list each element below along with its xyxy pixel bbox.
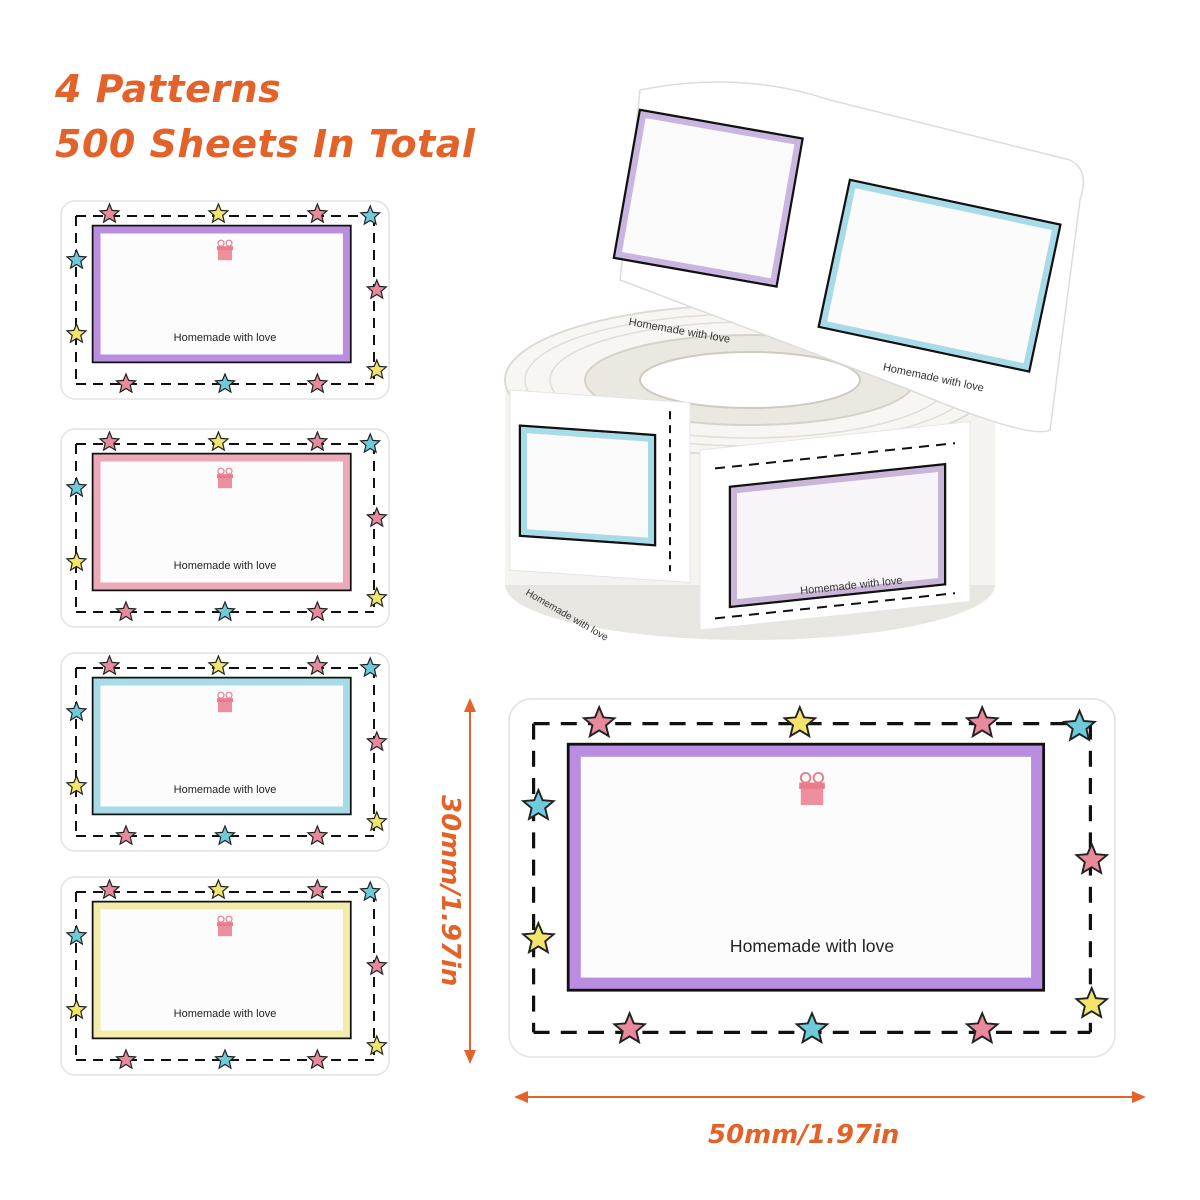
star-icon — [65, 322, 88, 344]
star-icon — [115, 1048, 137, 1070]
label-artwork — [60, 876, 390, 1076]
star-icon — [359, 656, 382, 678]
star-icon — [964, 704, 1000, 739]
label-caption: Homemade with love — [173, 560, 277, 573]
headline-sheets: 500 Sheets In Total — [55, 122, 476, 166]
roll-label-purple — [699, 421, 971, 631]
label-caption: Homemade with love — [173, 332, 277, 345]
label-card-blue: Homemade with love — [60, 652, 390, 852]
star-icon — [365, 278, 388, 300]
star-icon — [365, 810, 388, 832]
star-icon — [65, 700, 88, 722]
star-icon — [115, 824, 137, 846]
star-icon — [207, 202, 230, 224]
star-icon — [365, 1034, 388, 1056]
label-artwork — [60, 200, 390, 400]
label-artwork — [508, 698, 1116, 1058]
star-icon — [98, 430, 121, 452]
star-icon — [214, 1048, 236, 1070]
label-card-purple: Homemade with love — [60, 200, 390, 400]
gift-icon — [217, 239, 233, 261]
gift-icon — [217, 467, 233, 489]
star-icon — [306, 600, 329, 622]
star-icon — [306, 372, 329, 394]
gift-icon — [799, 771, 825, 805]
roll-strip — [612, 81, 1085, 433]
star-icon — [214, 600, 236, 622]
star-icon — [207, 654, 230, 676]
star-icon — [520, 787, 556, 821]
label-card-pink: Homemade with love — [60, 428, 390, 628]
width-arrow-icon — [514, 1091, 1146, 1103]
star-icon — [65, 550, 88, 572]
star-icon — [65, 998, 88, 1020]
star-icon — [365, 358, 388, 380]
label-caption: Homemade with love — [173, 1008, 277, 1021]
star-icon — [365, 506, 388, 528]
label-card-large: Homemade with love — [508, 698, 1116, 1058]
label-artwork — [60, 428, 390, 628]
height-label: 30mm/1.97in — [435, 795, 465, 987]
headline-patterns: 4 Patterns — [55, 67, 282, 111]
star-icon — [65, 924, 88, 946]
label-caption: Homemade with love — [729, 935, 895, 956]
star-icon — [306, 654, 329, 676]
star-icon — [520, 920, 556, 955]
star-icon — [359, 204, 382, 226]
star-icon — [782, 704, 818, 739]
star-icon — [98, 878, 121, 900]
star-icon — [365, 586, 388, 608]
star-icon — [115, 600, 137, 622]
star-icon — [65, 476, 88, 498]
star-icon — [207, 430, 230, 452]
star-icon — [98, 202, 121, 224]
star-icon — [214, 372, 236, 394]
star-icon — [794, 1010, 830, 1045]
label-caption: Homemade with love — [173, 784, 277, 797]
label-card-yellow: Homemade with love — [60, 876, 390, 1076]
star-icon — [214, 824, 236, 846]
star-icon — [964, 1010, 1000, 1045]
star-icon — [98, 654, 121, 676]
width-label: 50mm/1.97in — [708, 1120, 900, 1150]
star-icon — [207, 878, 230, 900]
label-artwork — [60, 652, 390, 852]
gift-icon — [217, 691, 233, 713]
star-icon — [359, 880, 382, 902]
star-icon — [306, 430, 329, 452]
star-icon — [306, 824, 329, 846]
height-arrow-icon — [464, 698, 476, 1064]
star-icon — [1074, 841, 1110, 875]
star-icon — [65, 774, 88, 796]
star-icon — [365, 954, 388, 976]
sticker-roll: Homemade with love Homemade with love Ho… — [500, 80, 1100, 665]
roll-label-blue — [509, 389, 691, 584]
star-icon — [306, 878, 329, 900]
star-icon — [612, 1010, 648, 1045]
star-icon — [1074, 985, 1110, 1019]
star-icon — [306, 1048, 329, 1070]
star-icon — [65, 248, 88, 270]
gift-icon — [217, 915, 233, 937]
star-icon — [1061, 708, 1098, 742]
star-icon — [306, 202, 329, 224]
star-icon — [359, 432, 382, 454]
star-icon — [115, 372, 137, 394]
star-icon — [581, 704, 617, 739]
star-icon — [365, 730, 388, 752]
